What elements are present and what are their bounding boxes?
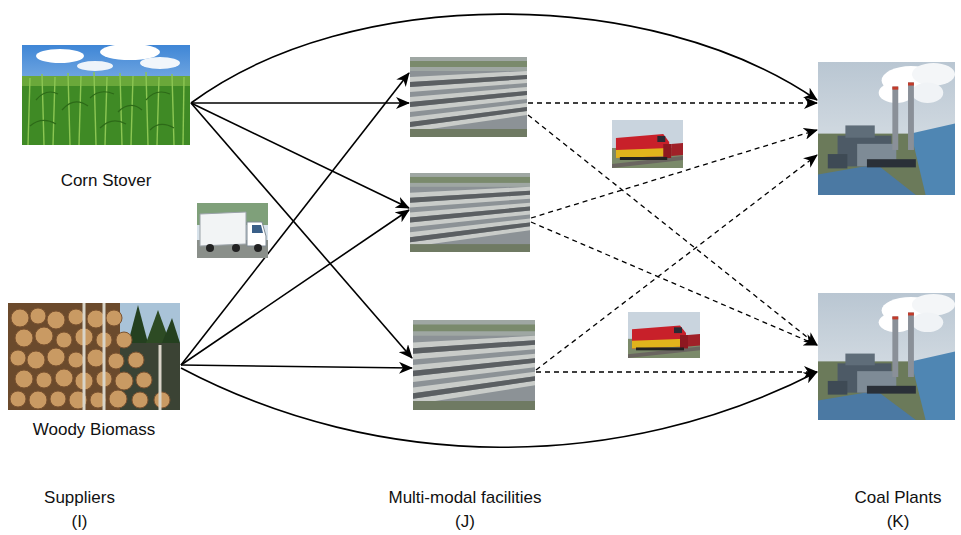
node-caption: Woody Biomass: [8, 419, 180, 441]
rail-yard-photo: [413, 320, 535, 410]
column-label: Suppliers (I): [37, 486, 122, 534]
plant-photo: [818, 62, 955, 195]
supplier-photo: Woody Biomass: [8, 303, 180, 443]
coal-plant-photo: [818, 62, 955, 195]
plant-photo: [818, 293, 955, 420]
truck-arrow: [191, 102, 409, 104]
rail-arrow: [528, 115, 817, 345]
train-icon: [628, 312, 700, 358]
facility-photo: [413, 320, 535, 410]
truck-icon: [197, 203, 268, 258]
facility-photo: [410, 173, 530, 252]
facility-photo: [410, 57, 527, 137]
column-label: Coal Plants (K): [848, 486, 948, 534]
supplier-photo: Corn Stover: [22, 45, 190, 194]
truck-arrow: [181, 365, 412, 368]
train-icon: [612, 120, 683, 168]
truck-arrow: [191, 103, 409, 208]
rail-arrow: [536, 155, 817, 370]
coal-plant-photo: [818, 293, 955, 420]
truck-arrow: [191, 14, 817, 103]
rail-yard-photo: [410, 57, 527, 137]
rail-yard-photo: [410, 173, 530, 252]
truck-arrow: [181, 73, 409, 365]
truck-arrow: [181, 368, 817, 447]
node-caption: Corn Stover: [22, 170, 190, 192]
corn-field-photo: [22, 44, 190, 145]
truck-arrow: [181, 210, 409, 365]
rail-arrow: [528, 102, 817, 103]
rail-arrow: [536, 371, 817, 372]
column-label: Multi-modal facilities (J): [379, 486, 551, 534]
log-pile-photo: [8, 303, 180, 410]
